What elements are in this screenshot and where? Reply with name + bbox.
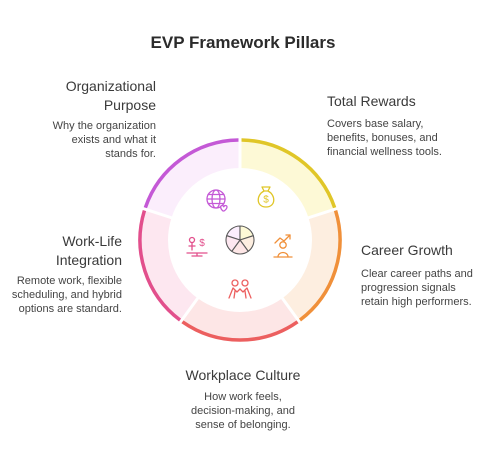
svg-text:$: $	[199, 238, 205, 249]
pillar-title-total-rewards: Total Rewards	[327, 93, 416, 109]
pillar-desc-total-rewards: Covers base salary,benefits, bonuses, an…	[327, 118, 442, 158]
ring-segment-outline	[138, 209, 182, 322]
svg-text:$: $	[263, 195, 269, 206]
segment-divider	[306, 206, 339, 220]
pillar-title-workplace-culture: Workplace Culture	[185, 367, 301, 383]
center-pie-slice	[225, 235, 241, 252]
segment-divider	[178, 295, 201, 325]
ring-segment-outline	[239, 138, 337, 210]
balance-icon: $	[186, 236, 208, 257]
globe-heart-icon	[206, 189, 228, 212]
segment-divider	[279, 295, 302, 325]
ring-segment-outline	[143, 138, 241, 210]
growth-person-icon	[273, 234, 293, 258]
money-bag-icon: $	[257, 186, 275, 208]
ring-segment-outline	[298, 209, 342, 322]
pillar-title-career-growth: Career Growth	[361, 242, 453, 258]
ring-segment-outline	[180, 320, 300, 342]
ring-segment	[144, 140, 240, 218]
ring-segment	[181, 298, 299, 341]
team-icon	[228, 279, 252, 299]
segment-divider	[141, 206, 174, 220]
ring-segment	[282, 209, 340, 321]
ring-segment	[240, 140, 336, 218]
ring-segment	[140, 209, 198, 321]
diagram-title: EVP Framework Pillars	[150, 33, 336, 52]
